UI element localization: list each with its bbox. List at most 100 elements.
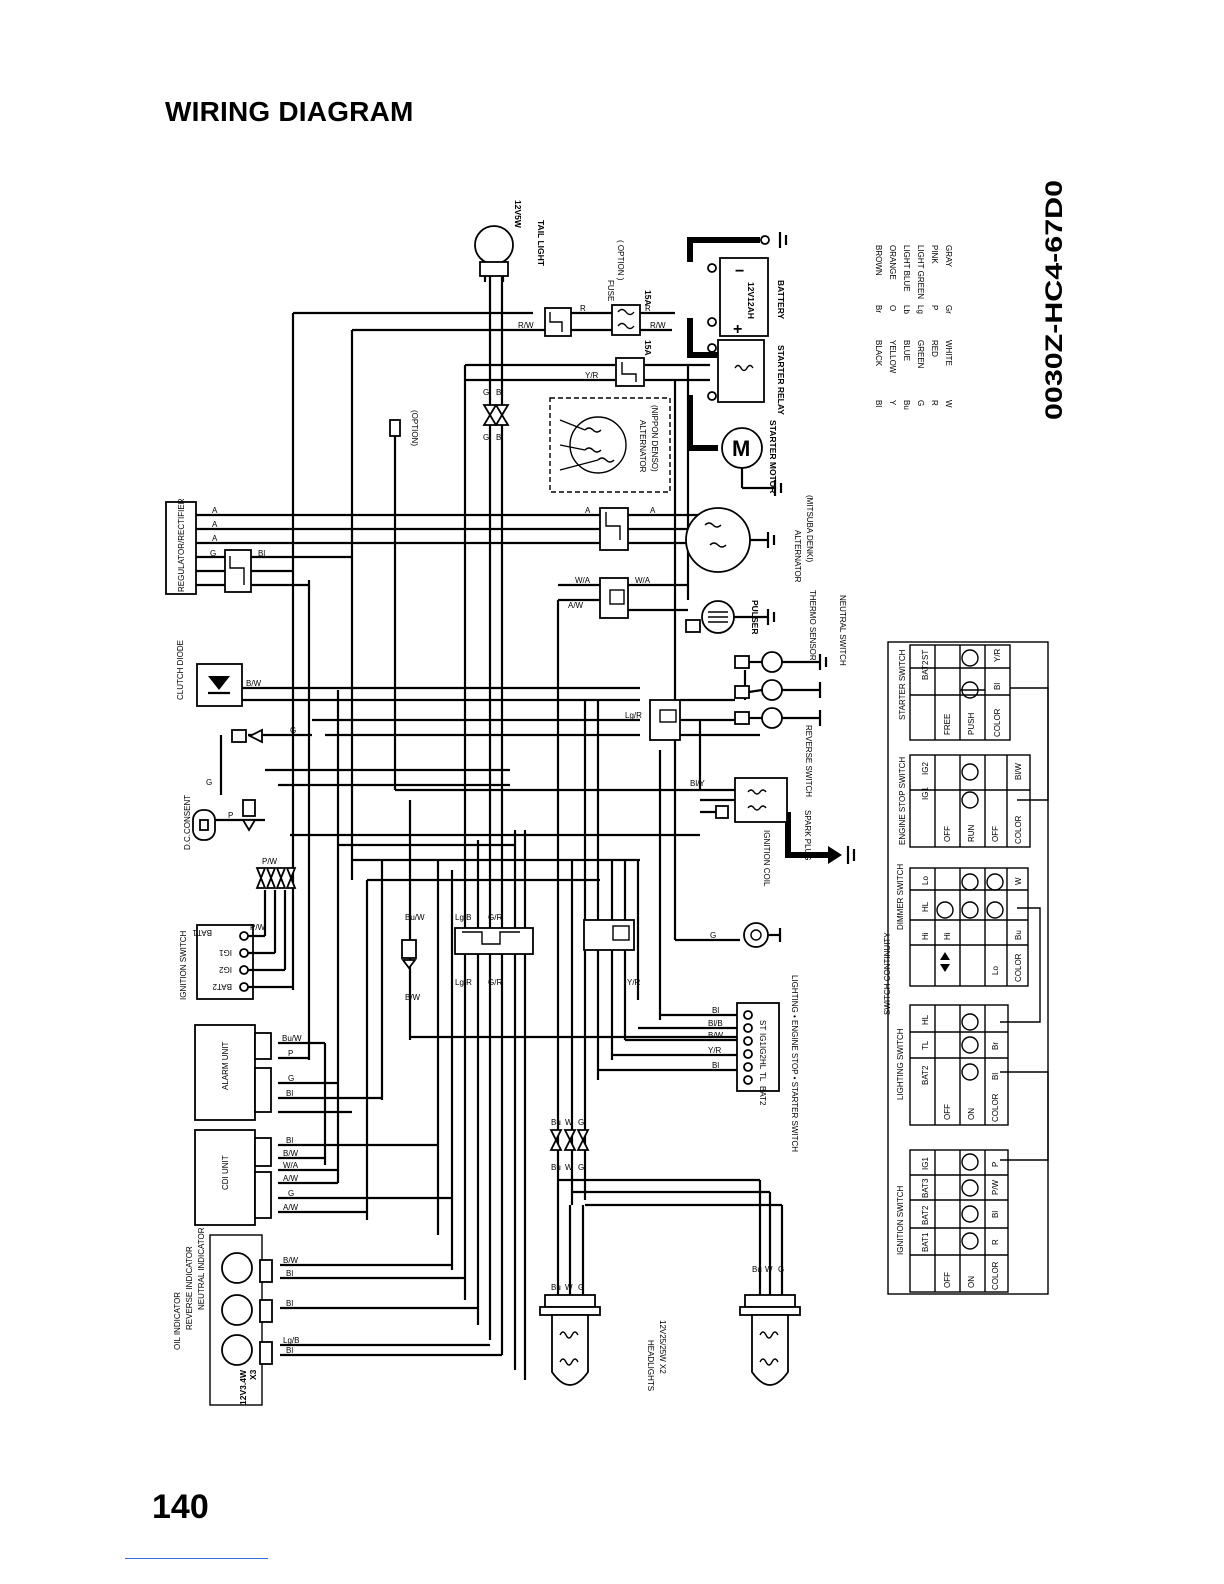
pulser-label: PULSER (750, 600, 760, 634)
wire-runs (195, 311, 782, 1357)
svg-text:ON: ON (967, 1108, 976, 1120)
svg-text:W: W (1014, 877, 1023, 885)
svg-text:STARTER SWITCH: STARTER SWITCH (898, 649, 907, 720)
alternator-mitsuba-label: ALTERNATOR (793, 530, 802, 583)
alternator-nippon-maker: (NIPPON DENSO) (650, 405, 659, 472)
wire-labels: R R R/W R/W Y/R G Bl G Bl A A A A A G Bl… (206, 304, 784, 1355)
legend-code: G (916, 400, 925, 406)
wire-harness (291, 313, 747, 1380)
indicator-rating: 12V3.4W (238, 1369, 248, 1405)
svg-text:P: P (288, 1049, 293, 1058)
svg-text:Y/R: Y/R (708, 1046, 722, 1055)
svg-text:B/W: B/W (708, 1031, 724, 1040)
fuse-option: FUSE ( OPTION ) 15A 15A (544, 240, 653, 356)
svg-text:COLOR: COLOR (993, 708, 1002, 737)
battery-cables (687, 237, 830, 858)
svg-text:OFF: OFF (991, 826, 1000, 842)
ignition-switch-table: IGNITION SWITCH BAT1 BAT2 BAT3 IG1 OFF O… (896, 1149, 1009, 1293)
hb-term-5: TL (758, 1072, 767, 1082)
svg-text:COLOR: COLOR (991, 1261, 1000, 1290)
svg-text:ENGINE STOP SWITCH: ENGINE STOP SWITCH (898, 757, 907, 845)
page-title: WIRING DIAGRAM (165, 96, 414, 127)
svg-text:FREE: FREE (943, 714, 952, 735)
svg-text:OFF: OFF (943, 1272, 952, 1288)
svg-text:B/W: B/W (283, 1149, 299, 1158)
svg-text:Bl: Bl (286, 1089, 293, 1098)
svg-text:A/W: A/W (283, 1174, 299, 1183)
svg-text:P/W: P/W (262, 857, 278, 866)
engine-stop-switch-table: ENGINE STOP SWITCH IG1 IG2 OFF RUN OFF C… (898, 754, 1031, 848)
svg-text:W/A: W/A (575, 576, 591, 585)
fuse-label: FUSE (606, 280, 615, 301)
headlights-rating: 12V25/25W X2 (658, 1320, 667, 1374)
svg-text:A: A (212, 534, 218, 543)
starter-relay-label: STARTER RELAY (776, 345, 786, 415)
fuse-15a-top: 15A (643, 290, 653, 306)
svg-text:G: G (578, 1118, 584, 1127)
hb-term-2: IG1 (758, 1033, 767, 1046)
headlight-left (539, 1205, 601, 1386)
svg-text:B/W: B/W (246, 679, 262, 688)
ignition-switch: BAT1 IG1 IG2 BAT2 IGNITION SWITCH (179, 890, 293, 1000)
svg-text:P: P (228, 811, 233, 820)
legend-name: GRAY (944, 245, 953, 268)
svg-text:Hi: Hi (921, 932, 930, 940)
svg-text:OFF: OFF (943, 1104, 952, 1120)
svg-text:G: G (290, 726, 296, 735)
legend-name: YELLOW (888, 340, 897, 374)
svg-text:BAT2: BAT2 (921, 660, 930, 680)
svg-text:A: A (212, 506, 218, 515)
legend-name: WHITE (944, 340, 953, 366)
legend-code: O (888, 305, 897, 311)
pulser: PULSER (599, 577, 776, 634)
svg-text:W: W (565, 1163, 573, 1172)
legend-code: Y (888, 400, 897, 406)
svg-text:Bl: Bl (991, 1211, 1000, 1218)
lighting-switch-table: LIGHTING SWITCH BAT2 TL HL OFF ON COLOR … (896, 1004, 1009, 1126)
hb-term-0: BAT2 (758, 1086, 767, 1106)
fuse-15a-bottom: 15A (643, 340, 653, 356)
indicators: OIL INDICATOR REVERSE INDICATOR NEUTRAL … (173, 1227, 273, 1406)
cdi-unit: CDI UNIT (194, 1129, 272, 1226)
svg-text:G/R: G/R (488, 978, 502, 987)
svg-text:BAT2: BAT2 (921, 1065, 930, 1085)
tail-light-rating: 12V5W (513, 200, 523, 229)
svg-text:Bu: Bu (752, 1265, 762, 1274)
legend-code: Bu (902, 400, 911, 410)
dimmer-switch-table: DIMMER SWITCH Hi HL Lo Hi Lo COLOR Bu W (896, 864, 1029, 987)
legend-code: Lb (902, 305, 911, 314)
legend-code: Lg (916, 305, 925, 314)
svg-text:BAT3: BAT3 (921, 1178, 930, 1198)
alternator-mitsuba: ALTERNATOR (MITSUBA DENKI) (599, 495, 814, 583)
svg-text:Bl: Bl (712, 1061, 719, 1070)
svg-text:Bu: Bu (551, 1118, 561, 1127)
headlights-label: HEADLIGHTS (646, 1340, 655, 1391)
legend-code: Bl (874, 400, 883, 407)
hb-term-4: HL (758, 1059, 767, 1070)
svg-text:Bl: Bl (286, 1346, 293, 1355)
alarm-unit-label: ALARM UNIT (221, 1041, 230, 1090)
neutral-indicator-label: NEUTRAL INDICATOR (197, 1227, 206, 1310)
svg-text:BAT1: BAT1 (921, 1232, 930, 1252)
ig-term-2: IG2 (219, 965, 232, 974)
svg-text:W/A: W/A (283, 1161, 299, 1170)
fuse-option-label: ( OPTION ) (616, 240, 625, 281)
svg-text:A/W: A/W (568, 601, 584, 610)
tail-light: TAIL LIGHT 12V5W (474, 200, 546, 470)
legend-name: PINK (930, 245, 939, 264)
svg-text:G: G (288, 1189, 294, 1198)
clutch-diode: CLUTCH DIODE (176, 640, 243, 707)
tail-light-label: TAIL LIGHT (536, 220, 546, 267)
alternator-nippon: ALTERNATOR (NIPPON DENSO) (549, 397, 671, 493)
legend-name: BROWN (874, 245, 883, 276)
switch-continuity: SWITCH CONTINUITY STARTER SWITCH BAT2 ST… (883, 641, 1049, 1295)
svg-text:COLOR: COLOR (1014, 815, 1023, 844)
legend-code: P (930, 305, 939, 310)
battery-label: BATTERY (776, 280, 786, 320)
svg-text:PUSH: PUSH (967, 713, 976, 735)
svg-text:Y/R: Y/R (627, 978, 641, 987)
svg-text:Lg/R: Lg/R (455, 978, 472, 987)
svg-text:Bl: Bl (991, 1073, 1000, 1080)
svg-text:RUN: RUN (967, 824, 976, 842)
svg-text:B/W: B/W (283, 1256, 299, 1265)
